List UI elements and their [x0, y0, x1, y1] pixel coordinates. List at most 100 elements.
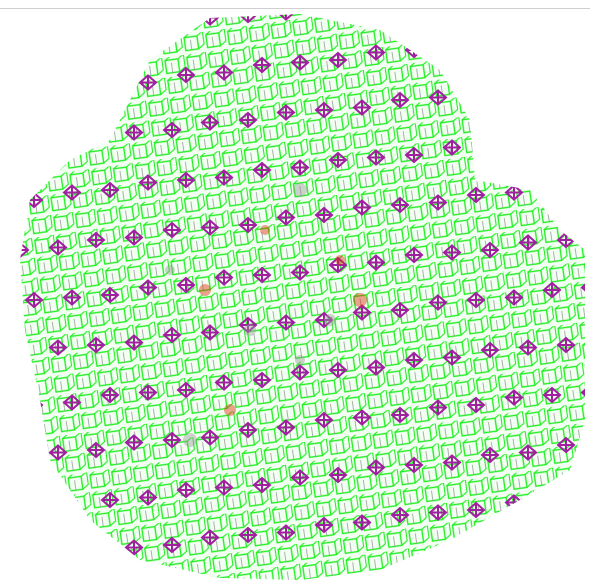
magenta-polyhedron	[124, 229, 144, 246]
magenta-polyhedron	[214, 269, 234, 286]
magenta-polyhedron	[24, 396, 44, 414]
magenta-polyhedron	[518, 444, 538, 461]
magenta-polyhedron	[556, 336, 576, 354]
magenta-polyhedron	[100, 76, 120, 94]
magenta-polyhedron	[124, 124, 144, 141]
magenta-polyhedron	[504, 79, 524, 96]
magenta-polyhedron	[542, 281, 562, 299]
magenta-polyhedron	[162, 16, 182, 34]
magenta-polyhedron	[518, 234, 538, 251]
magenta-polyhedron	[86, 546, 106, 564]
inner-atom	[260, 225, 270, 235]
magenta-polyhedron	[238, 421, 258, 439]
magenta-polyhedron	[162, 326, 182, 344]
magenta-polyhedron	[138, 279, 158, 296]
magenta-polyhedron	[24, 86, 44, 104]
inner-atom	[165, 265, 175, 275]
magenta-polyhedron	[20, 551, 30, 569]
magenta-polyhedron	[20, 346, 30, 364]
magenta-polyhedron	[100, 491, 120, 509]
magenta-polyhedron	[352, 514, 372, 531]
magenta-polyhedron	[138, 384, 158, 401]
magenta-polyhedron	[62, 499, 82, 516]
magenta-polyhedron	[518, 339, 538, 356]
magenta-polyhedron	[328, 466, 348, 484]
magenta-polyhedron	[580, 174, 585, 191]
magenta-polyhedron	[504, 389, 524, 406]
magenta-polyhedron	[252, 266, 272, 284]
magenta-polyhedron	[480, 136, 500, 154]
magenta-polyhedron	[542, 386, 562, 404]
magenta-polyhedron	[86, 126, 106, 144]
magenta-polyhedron	[504, 289, 524, 306]
magenta-polyhedron	[352, 409, 372, 426]
magenta-polyhedron	[314, 411, 334, 429]
magenta-polyhedron	[466, 186, 486, 204]
inner-atom	[224, 404, 236, 416]
magenta-polyhedron	[214, 64, 234, 81]
magenta-polyhedron	[580, 279, 585, 296]
magenta-polyhedron	[290, 54, 310, 71]
magenta-polyhedron	[162, 536, 182, 554]
magenta-polyhedron	[290, 159, 310, 176]
magenta-polyhedron	[556, 126, 576, 144]
magenta-polyhedron	[252, 161, 272, 179]
magenta-polyhedron	[580, 484, 585, 501]
magenta-polyhedron	[86, 441, 106, 459]
magenta-polyhedron	[328, 256, 348, 274]
magenta-polyhedron	[290, 469, 310, 486]
magenta-polyhedron	[442, 244, 462, 261]
inner-atom	[183, 433, 197, 447]
magenta-polyhedron	[62, 79, 82, 96]
magenta-polyhedron	[390, 91, 410, 109]
magenta-polyhedron	[48, 549, 68, 566]
magenta-polyhedron	[518, 29, 538, 46]
magenta-polyhedron	[466, 396, 486, 414]
magenta-polyhedron	[580, 384, 585, 401]
magenta-polyhedron	[466, 291, 486, 309]
magenta-polyhedron	[404, 456, 424, 474]
magenta-polyhedron	[124, 19, 144, 36]
magenta-polyhedron	[366, 359, 386, 376]
magenta-polyhedron	[48, 339, 68, 356]
magenta-polyhedron	[428, 194, 448, 211]
inner-atom	[199, 284, 211, 296]
magenta-polyhedron	[48, 444, 68, 461]
magenta-polyhedron	[352, 304, 372, 321]
magenta-polyhedron	[392, 0, 408, 2]
magenta-polyhedron	[124, 539, 144, 556]
magenta-polyhedron	[200, 529, 220, 546]
magenta-polyhedron	[62, 394, 82, 411]
magenta-polyhedron	[138, 174, 158, 191]
magenta-polyhedron	[556, 21, 576, 39]
inner-atom	[244, 324, 256, 336]
magenta-polyhedron	[480, 341, 500, 359]
magenta-polyhedron	[366, 459, 386, 476]
inner-core-atoms	[165, 183, 367, 447]
magenta-polyhedron	[176, 481, 196, 499]
magenta-polyhedron	[276, 104, 296, 121]
magenta-polyhedron	[404, 351, 424, 369]
magenta-polyhedron	[176, 66, 196, 84]
magenta-polyhedron	[276, 524, 296, 541]
magenta-polyhedron	[390, 196, 410, 214]
magenta-polyhedron	[352, 199, 372, 216]
magenta-polyhedron	[314, 516, 334, 534]
magenta-polyhedron	[542, 176, 562, 194]
inner-atom	[295, 355, 305, 365]
magenta-polyhedron	[428, 294, 448, 311]
magenta-polyhedron	[466, 81, 486, 99]
magenta-polyhedron	[442, 454, 462, 471]
magenta-polyhedron	[314, 101, 334, 119]
top-border	[0, 8, 590, 9]
magenta-polyhedron	[214, 169, 234, 186]
inner-atom	[353, 293, 367, 307]
magenta-polyhedron	[314, 206, 334, 224]
magenta-polyhedron	[86, 336, 106, 354]
magenta-polyhedron	[20, 31, 30, 49]
magenta-polyhedron	[62, 184, 82, 201]
magenta-polyhedron	[556, 436, 576, 454]
magenta-polyhedron	[354, 0, 370, 10]
